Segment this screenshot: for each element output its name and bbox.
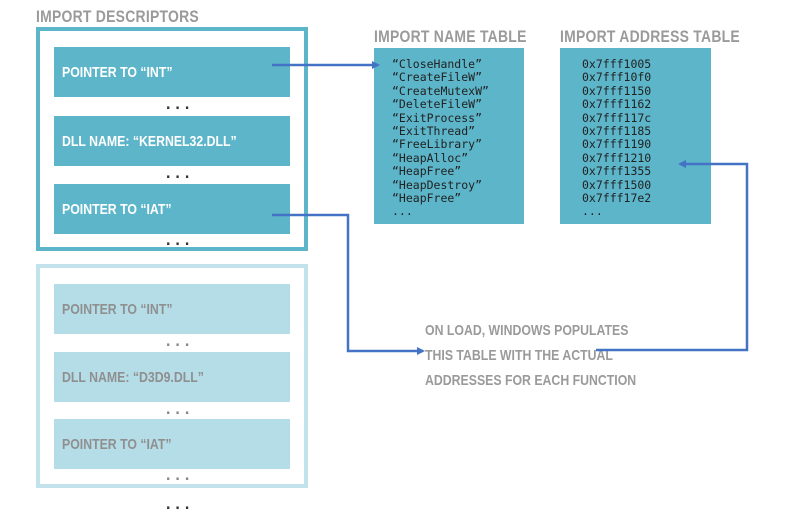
int-entry: “HeapFree”	[392, 164, 462, 179]
descriptor-iat-pointer: POINTER TO “IAT”	[54, 184, 290, 234]
ellipsis: ...	[164, 97, 193, 113]
descriptor-group-d3d9	[36, 264, 308, 488]
descriptor-dll-name: DLL NAME: “KERNEL32.DLL”	[54, 116, 290, 166]
ellipsis: ...	[164, 402, 193, 418]
entry-label: POINTER TO “INT”	[62, 63, 173, 81]
int-entry: “ExitThread”	[392, 124, 476, 139]
import-name-table-heading: IMPORT NAME TABLE	[374, 27, 527, 46]
int-entry: “CreateMutexW”	[392, 83, 489, 98]
descriptor-int-pointer: POINTER TO “INT”	[54, 47, 290, 97]
entry-label: POINTER TO “INT”	[62, 300, 173, 318]
iat-entry: 0x7fff10f0	[582, 70, 652, 85]
iat-entry: 0x7fff1500	[582, 177, 652, 192]
int-entry: “CloseHandle”	[392, 57, 483, 71]
entry-label: DLL NAME: “KERNEL32.DLL”	[62, 132, 237, 150]
iat-entry: 0x7fff17e2	[582, 191, 652, 206]
iat-entry: 0x7fff1190	[582, 137, 652, 152]
iat-entry: 0x7fff1185	[582, 124, 652, 139]
iat-entry: 0x7fff1005	[582, 57, 652, 71]
entry-label: POINTER TO “IAT”	[62, 435, 172, 453]
int-entry: “HeapFree”	[392, 191, 462, 206]
descriptor-iat-pointer: POINTER TO “IAT”	[54, 419, 290, 469]
import-descriptors-heading: IMPORT DESCRIPTORS	[36, 7, 199, 26]
note-line: ADDRESSES FOR EACH FUNCTION	[425, 372, 637, 389]
import-name-table: “CloseHandle”“CreateFileW”“CreateMutexW”…	[374, 48, 524, 224]
iat-entry: 0x7fff1150	[582, 83, 652, 98]
iat-pointer-arrow	[272, 213, 425, 355]
int-list: “CloseHandle”“CreateFileW”“CreateMutexW”…	[392, 57, 524, 219]
population-note: ON LOAD, WINDOWS POPULATES THIS TABLE WI…	[425, 318, 636, 393]
ellipsis: ...	[164, 334, 193, 350]
note-line: ON LOAD, WINDOWS POPULATES	[425, 322, 629, 339]
ellipsis: ...	[164, 233, 193, 249]
int-entry: “HeapDestroy”	[392, 177, 483, 192]
trailing-ellipsis: ...	[164, 497, 193, 513]
int-entry: ...	[392, 204, 413, 219]
int-entry: “DeleteFileW”	[392, 97, 483, 112]
ellipsis: ...	[164, 166, 193, 182]
entry-label: DLL NAME: “D3D9.DLL”	[62, 368, 204, 386]
descriptor-group-kernel32	[36, 27, 308, 251]
import-address-table-heading: IMPORT ADDRESS TABLE	[560, 27, 740, 46]
descriptor-dll-name: DLL NAME: “D3D9.DLL”	[54, 352, 290, 402]
int-entry: “HeapAlloc”	[392, 150, 469, 165]
descriptor-int-pointer: POINTER TO “INT”	[54, 284, 290, 334]
iat-entry: 0x7fff1210	[582, 150, 652, 165]
int-entry: “ExitProcess”	[392, 110, 483, 125]
int-entry: “FreeLibrary”	[392, 137, 483, 152]
iat-entry: 0x7fff117c	[582, 110, 652, 125]
iat-entry: 0x7fff1355	[582, 164, 652, 179]
iat-entry: 0x7fff1162	[582, 97, 652, 112]
ellipsis: ...	[164, 468, 193, 484]
int-entry: “CreateFileW”	[392, 70, 483, 85]
iat-entry: ...	[582, 204, 603, 219]
entry-label: POINTER TO “IAT”	[62, 200, 172, 218]
populate-arrow	[596, 160, 749, 352]
note-line: THIS TABLE WITH THE ACTUAL	[425, 347, 613, 364]
